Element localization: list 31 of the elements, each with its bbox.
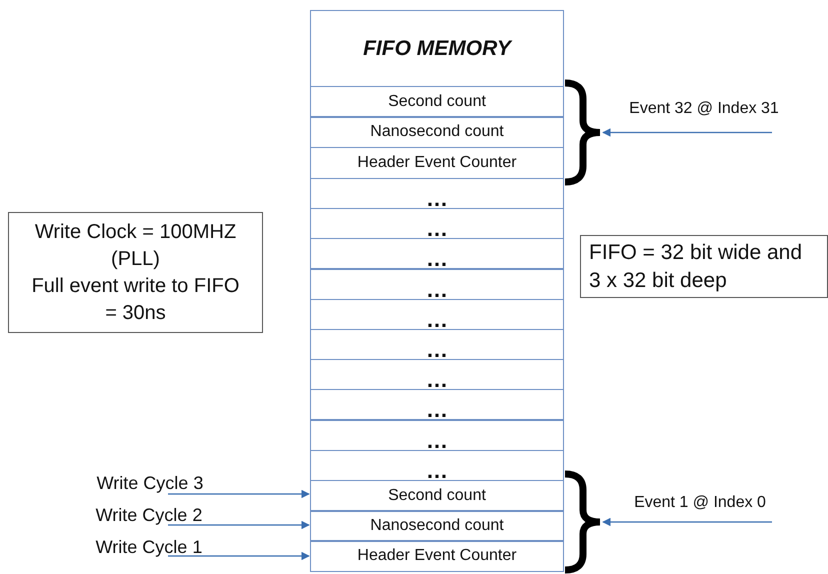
memory-cell: …: [310, 268, 564, 300]
note-text: Full event write to FIFO = 30ns: [30, 274, 240, 326]
memory-cell: …: [310, 178, 564, 209]
memory-cell: …: [310, 238, 564, 270]
text-label: Write Cycle 1: [82, 535, 216, 559]
text-label: Write Cycle 2: [82, 503, 216, 527]
arrow: [602, 128, 772, 137]
memory-cell: Header Event Counter: [310, 147, 564, 179]
memory-cell: …: [310, 329, 564, 360]
memory-cell: …: [310, 359, 564, 390]
text-label: Write Cycle 3: [84, 471, 216, 495]
text-label: Event 32 @ Index 31: [614, 96, 794, 122]
arrow: [168, 490, 310, 498]
memory-cell: …: [310, 389, 564, 420]
text-label: Event 1 @ Index 0: [620, 491, 780, 515]
memory-cell: …: [310, 450, 564, 481]
note-box: FIFO = 32 bit wide and 3 x 32 bit deep: [580, 235, 828, 298]
memory-cell: Second count: [310, 480, 564, 512]
memory-cell: …: [310, 298, 564, 330]
memory-cell: …: [310, 420, 564, 451]
memory-cell: Nanosecond count: [310, 116, 564, 148]
note-text: Write Clock = 100MHZ (PLL): [34, 220, 238, 272]
note-box: [8, 212, 263, 333]
memory-cell: Second count: [310, 86, 564, 118]
memory-cell: Nanosecond count: [310, 510, 564, 542]
memory-cell: Header Event Counter: [310, 540, 564, 572]
arrow: [168, 520, 310, 530]
memory-cell: …: [310, 208, 564, 240]
arrow: [168, 552, 310, 560]
arrow: [602, 518, 772, 526]
memory-header: FIFO MEMORY: [310, 10, 564, 87]
